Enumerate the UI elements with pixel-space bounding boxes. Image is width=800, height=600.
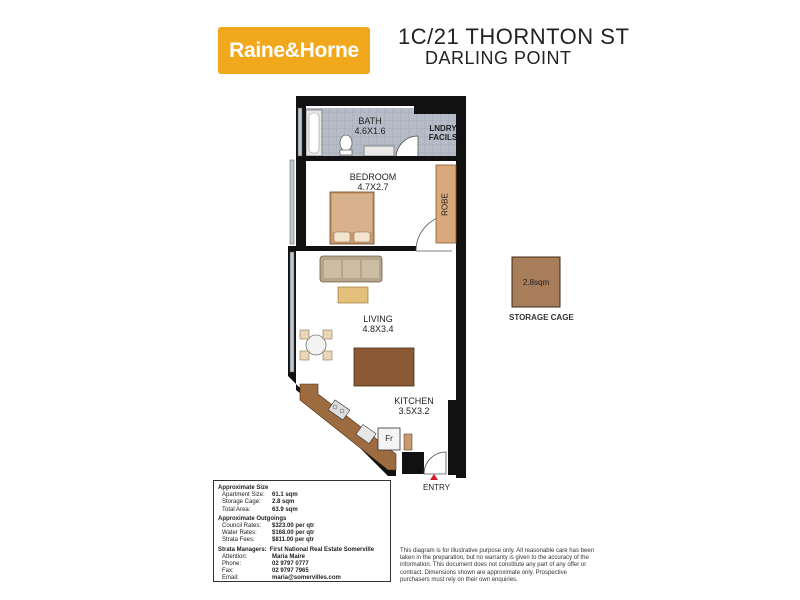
laundry-label: LNDRY FACILS bbox=[428, 124, 458, 142]
kitchen-size: 3.5x3.2 bbox=[398, 406, 430, 416]
window bbox=[289, 159, 295, 245]
bedroom-label: BEDROOM 4.7x2.7 bbox=[348, 172, 398, 192]
outgoings-heading: Approximate Outgoings bbox=[218, 515, 287, 522]
bedroom-name: BEDROOM bbox=[349, 172, 397, 182]
bath-label: BATH 4.6x1.6 bbox=[350, 116, 390, 136]
bath-tiles bbox=[306, 108, 414, 158]
info-label: Apartment Size: bbox=[222, 492, 265, 499]
info-label: Fax: bbox=[222, 568, 234, 575]
address-line-1: 1C/21 THORNTON ST bbox=[398, 24, 630, 49]
dining-chair bbox=[299, 350, 310, 361]
entry-label: ENTRY bbox=[423, 483, 450, 492]
info-value: maria@somervilles.com bbox=[272, 575, 341, 582]
robe bbox=[435, 164, 457, 244]
info-row: Fax: 02 9797 7965 bbox=[218, 568, 386, 575]
info-value: $168.00 per qtr bbox=[272, 530, 315, 537]
entry-arrow bbox=[430, 474, 438, 480]
address-line-2: DARLING POINT bbox=[425, 48, 572, 68]
info-label: Water Rates: bbox=[222, 530, 257, 537]
sink bbox=[355, 424, 377, 444]
info-row: Total Area: 63.9 sqm bbox=[218, 507, 386, 514]
info-row: Phone: 02 9797 0777 bbox=[218, 561, 386, 568]
strata-company: First National Real Estate Somerville bbox=[269, 546, 375, 553]
info-row: Attention: Maria Maire bbox=[218, 554, 386, 561]
storage-cage-label: STORAGE CAGE bbox=[509, 313, 574, 322]
info-value: 63.9 sqm bbox=[272, 506, 298, 513]
logo-text: Raine&Horne bbox=[229, 38, 359, 62]
bedroom-size: 4.7x2.7 bbox=[357, 182, 389, 192]
info-row: Storage Cage: 2.8 sqm bbox=[218, 499, 386, 506]
dining-chair bbox=[299, 329, 310, 340]
toilet bbox=[339, 134, 353, 152]
storage-cage bbox=[511, 256, 561, 308]
info-row: Email: maria@somervilles.com bbox=[218, 575, 386, 582]
coffee-table bbox=[337, 286, 369, 304]
laundry-floor bbox=[414, 114, 460, 158]
fridge bbox=[377, 427, 401, 451]
dining-chair bbox=[322, 329, 333, 340]
robe-label: ROBE bbox=[440, 193, 450, 216]
fridge-label: Fr bbox=[385, 434, 393, 443]
property-info-box: Approximate Size Apartment Size: 61.1 sqm… bbox=[213, 480, 391, 582]
storage-area-label: 2.8sqm bbox=[522, 278, 550, 287]
info-label: Email: bbox=[222, 575, 239, 582]
info-row: Council Rates: $323.00 per qtr bbox=[218, 523, 386, 530]
strata-heading: Strata Managers: bbox=[218, 546, 267, 553]
info-label: Council Rates: bbox=[222, 523, 262, 530]
info-value: 02 9797 0777 bbox=[272, 561, 309, 568]
window bbox=[297, 107, 303, 157]
info-label: Attention: bbox=[222, 553, 248, 560]
info-row: Apartment Size: 61.1 sqm bbox=[218, 492, 386, 499]
bath-size: 4.6x1.6 bbox=[354, 126, 386, 136]
entry-door bbox=[423, 451, 447, 475]
info-value: Maria Maire bbox=[272, 553, 306, 560]
kitchen-name: KITCHEN bbox=[394, 396, 434, 406]
info-label: Total Area: bbox=[222, 506, 251, 513]
info-label: Phone: bbox=[222, 561, 242, 568]
kitchen-label: KITCHEN 3.5x3.2 bbox=[392, 396, 436, 416]
info-value: 2.8 sqm bbox=[272, 499, 295, 506]
info-value: $323.00 per qtr bbox=[272, 523, 315, 530]
dining-chair bbox=[322, 350, 333, 361]
window bbox=[289, 251, 295, 373]
info-value: 02 9797 7965 bbox=[272, 568, 309, 575]
dining-table bbox=[305, 334, 327, 356]
island-bench bbox=[353, 347, 415, 387]
info-value: $811.00 per qtr bbox=[272, 537, 315, 544]
info-value: 61.1 sqm bbox=[272, 492, 298, 499]
living-label: LIVING 4.8x3.4 bbox=[356, 314, 400, 334]
living-name: LIVING bbox=[363, 314, 393, 324]
bath-name: BATH bbox=[358, 116, 382, 126]
cooktop bbox=[327, 399, 351, 421]
vanity bbox=[363, 145, 395, 157]
kitchen-counter bbox=[299, 383, 397, 471]
info-label: Strata Fees: bbox=[222, 537, 255, 544]
disclaimer-text: This diagram is for illustrative purpose… bbox=[400, 548, 594, 583]
raine-horne-logo: Raine&Horne bbox=[218, 27, 370, 74]
living-size: 4.8x3.4 bbox=[362, 324, 394, 334]
info-label: Storage Cage: bbox=[222, 499, 261, 506]
size-heading: Approximate Size bbox=[218, 485, 269, 491]
info-row: Water Rates: $168.00 per qtr bbox=[218, 530, 386, 537]
info-row: Strata Fees: $811.00 per qtr bbox=[218, 537, 386, 544]
